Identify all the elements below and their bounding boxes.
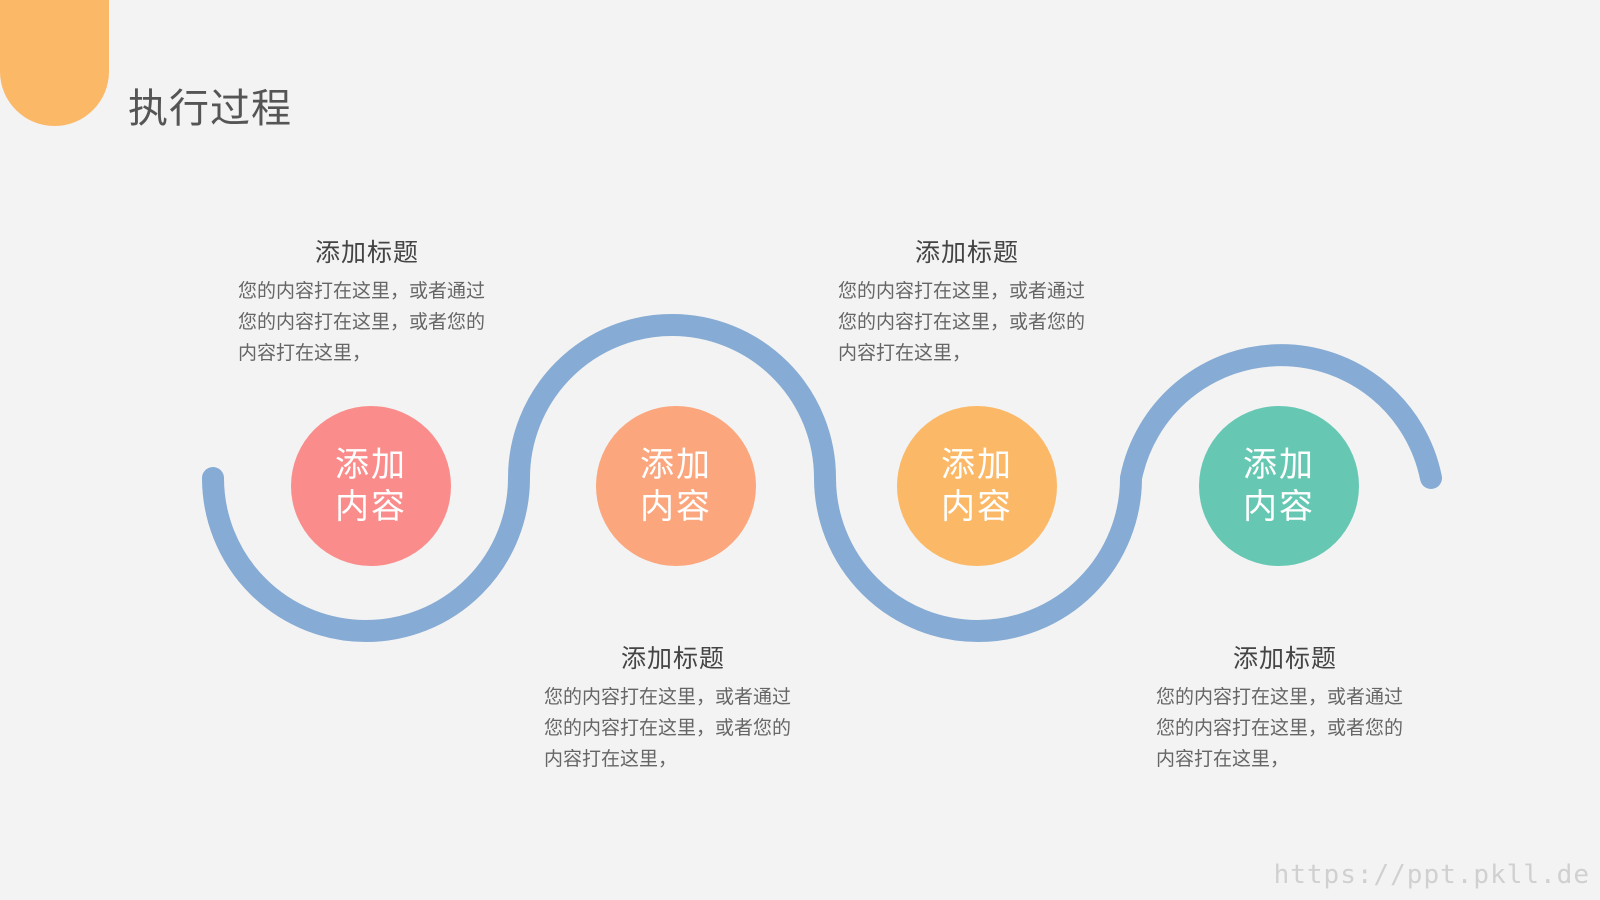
step-4-body-line2: 您的内容打在这里，或者您的 [1156,717,1404,739]
step-4-body-line3: 内容打在这里， [1156,748,1290,770]
step-1-circle-line1: 添加 [335,445,407,485]
step-4-body-line1: 您的内容打在这里，或者通过 [1156,686,1404,708]
step-3-body-line3: 内容打在这里， [838,342,972,364]
step-2-body-line1: 您的内容打在这里，或者通过 [544,686,792,708]
step-2-text-block: 添加标题 您的内容打在这里，或者通过 您的内容打在这里，或者您的 内容打在这里， [538,642,808,775]
step-2-circle-line1: 添加 [640,445,712,485]
step-2-body-line2: 您的内容打在这里，或者您的 [544,717,792,739]
step-4-heading: 添加标题 [1232,644,1337,673]
step-3-body-line1: 您的内容打在这里，或者通过 [838,280,1086,302]
step-2-circle: 添加 内容 [596,406,756,566]
step-3-circle-line2: 内容 [941,487,1013,527]
watermark-url: https://ppt.pkll.de [1273,860,1590,890]
step-4-circle-line2: 内容 [1243,487,1315,527]
step-4-circle: 添加 内容 [1199,406,1359,566]
step-1-body: 您的内容打在这里，或者通过 您的内容打在这里，或者您的 内容打在这里， [232,276,502,369]
step-3-body: 您的内容打在这里，或者通过 您的内容打在这里，或者您的 内容打在这里， [832,276,1102,369]
step-3-text-block: 添加标题 您的内容打在这里，或者通过 您的内容打在这里，或者您的 内容打在这里， [832,236,1102,369]
step-1-heading: 添加标题 [314,238,419,267]
step-3-heading: 添加标题 [914,238,1019,267]
page-title: 执行过程 [128,86,292,132]
step-4-body: 您的内容打在这里，或者通过 您的内容打在这里，或者您的 内容打在这里， [1150,682,1420,775]
step-4-circle-line1: 添加 [1243,445,1315,485]
step-2-body-line3: 内容打在这里， [544,748,678,770]
step-2-circle-line2: 内容 [640,487,712,527]
wave-path [202,314,1442,642]
corner-accent-tab [0,0,109,126]
step-2-heading: 添加标题 [620,644,725,673]
step-4-text-block: 添加标题 您的内容打在这里，或者通过 您的内容打在这里，或者您的 内容打在这里， [1150,642,1420,775]
step-1-body-line1: 您的内容打在这里，或者通过 [238,280,486,302]
step-1-circle: 添加 内容 [291,406,451,566]
step-3-circle-line1: 添加 [941,445,1013,485]
step-1-text-block: 添加标题 您的内容打在这里，或者通过 您的内容打在这里，或者您的 内容打在这里， [232,236,502,369]
step-3-circle: 添加 内容 [897,406,1057,566]
step-1-body-line2: 您的内容打在这里，或者您的 [238,311,486,333]
step-2-body: 您的内容打在这里，或者通过 您的内容打在这里，或者您的 内容打在这里， [538,682,808,775]
step-1-body-line3: 内容打在这里， [238,342,372,364]
step-3-body-line2: 您的内容打在这里，或者您的 [838,311,1086,333]
step-1-circle-line2: 内容 [335,487,407,527]
